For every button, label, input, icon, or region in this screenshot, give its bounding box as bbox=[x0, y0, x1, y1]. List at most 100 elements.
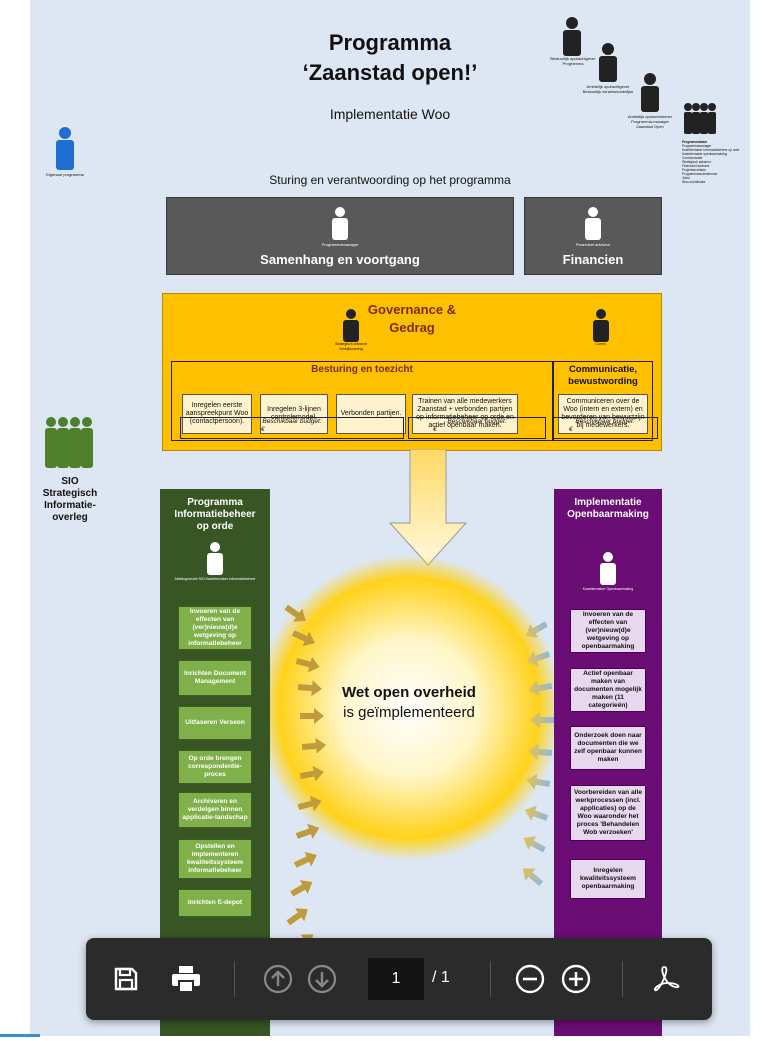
right-arrow-icon bbox=[284, 604, 306, 622]
left-arrow-icon bbox=[525, 621, 548, 638]
budget-label: Beschikbaar budget: bbox=[575, 418, 635, 425]
green-title-line: Programma bbox=[187, 497, 243, 508]
print-button[interactable] bbox=[166, 959, 206, 999]
comm-title-1: Communicatie, bbox=[568, 364, 638, 375]
sio-group-icon bbox=[45, 417, 93, 468]
person-label-ambtelijk2: Ambtelijk opdrachtnemer Programma-manage… bbox=[627, 114, 673, 129]
green-card: Inrichten E-depot bbox=[178, 889, 252, 917]
budget-value: € bbox=[433, 426, 437, 433]
budget-1: Beschikbaar budget: € bbox=[180, 417, 404, 439]
accent-line bbox=[0, 1034, 40, 1037]
purple-role: Kwartiermaker Openbaarmaking bbox=[582, 587, 634, 591]
left-arrow-icon bbox=[528, 743, 553, 760]
person-label-eigenaar: Bestuurlijk opdrachtgever Programma bbox=[550, 56, 596, 66]
governance-card: Verbonden partijen. bbox=[336, 394, 406, 434]
right-arrow-icon bbox=[299, 765, 324, 782]
green-role: Afdelingshoofd SIO Kwartiermaker Informa… bbox=[174, 577, 256, 581]
left-arrow-icon bbox=[528, 680, 553, 697]
right-arrow-icon bbox=[300, 708, 324, 724]
sio-label: SIO Strategisch Informatie- overleg bbox=[30, 476, 110, 524]
green-title-line: Informatiebeheer bbox=[174, 509, 256, 520]
person-icon bbox=[585, 207, 601, 240]
green-title: Programma Informatiebeheer op orde bbox=[160, 497, 270, 533]
right-arrow-icon bbox=[291, 630, 315, 647]
samenhang-box: Programmamanager Samenhang en voortgang bbox=[166, 197, 514, 275]
zoom-out-button[interactable] bbox=[510, 959, 550, 999]
down-arrow-icon bbox=[388, 449, 468, 566]
governance-card: Inregelen 3-lijnen controlemodel. bbox=[260, 394, 328, 434]
purple-title: Implementatie Openbaarmaking bbox=[554, 497, 662, 521]
team-member-line: Woo-coördinator bbox=[682, 180, 706, 184]
save-button[interactable] bbox=[106, 959, 146, 999]
page-number-input[interactable]: 1 bbox=[368, 958, 424, 1000]
financien-role: Financieel adviseur bbox=[575, 242, 611, 247]
document-page: Programma ‘Zaanstad open!’ Implementatie… bbox=[30, 0, 750, 1036]
left-arrow-icon bbox=[524, 805, 549, 821]
governance-person1-role: Strategisch adviseur Bedrijfsvoering bbox=[335, 342, 367, 351]
green-card: Uitfaseren Verseon bbox=[178, 706, 252, 740]
green-card: Archiveren en verdelgen binnen applicati… bbox=[178, 792, 252, 828]
right-arrow-icon bbox=[290, 880, 313, 897]
purple-card: Actief openbaar maken van documenten mog… bbox=[570, 668, 646, 712]
financien-label: Financien bbox=[562, 252, 624, 267]
team-member-line: Programmaondersteuner bbox=[682, 172, 718, 176]
team-label: Programmateam bbox=[682, 140, 708, 144]
team-member-line: Financieel adviseur bbox=[682, 164, 710, 168]
person-label-ambtelijk: Ambtelijk opdrachtgever Bestuurlijk vera… bbox=[582, 84, 634, 94]
purple-card: Inregelen kwaliteitssysteem openbaarmaki… bbox=[570, 859, 646, 899]
right-arrow-icon bbox=[295, 656, 320, 673]
green-card: Inrichten Document Management bbox=[178, 660, 252, 696]
financien-box: Financieel adviseur Financien bbox=[524, 197, 662, 275]
team-member-line: Programmamanager bbox=[682, 144, 712, 148]
sio-line: Strategisch bbox=[42, 488, 98, 499]
page-down-icon bbox=[307, 964, 337, 994]
purple-card: Invoeren van de effecten van (ver)nieuw(… bbox=[570, 609, 646, 653]
sio-line: overleg bbox=[52, 512, 88, 523]
green-title-line: op orde bbox=[196, 521, 234, 532]
comm-title-2: bewustwording bbox=[568, 376, 638, 387]
print-icon bbox=[172, 966, 200, 993]
left-arrow-icon bbox=[526, 773, 551, 790]
save-icon bbox=[114, 967, 138, 991]
toolbar-separator bbox=[234, 961, 235, 997]
budget-value: € bbox=[569, 426, 573, 433]
budget-2: Beschikbaar budget: € bbox=[408, 417, 546, 439]
left-arrow-icon bbox=[523, 836, 546, 853]
zoom-in-icon bbox=[561, 964, 591, 994]
acrobat-icon bbox=[654, 966, 680, 992]
steering-heading: Sturing en verantwoording op het program… bbox=[269, 173, 511, 187]
left-person-label: Eigenaar programma bbox=[46, 172, 84, 177]
person-icon bbox=[343, 309, 359, 342]
sun-graphic bbox=[256, 555, 562, 861]
person-icon bbox=[332, 207, 348, 240]
sio-line: SIO bbox=[61, 476, 79, 487]
open-in-acrobat-button[interactable] bbox=[646, 959, 686, 999]
previous-page-button[interactable] bbox=[258, 959, 298, 999]
team-member-line: Kwartiermaker Informatiebeheer op orde bbox=[682, 148, 740, 152]
title-line1: Programma bbox=[328, 30, 452, 55]
left-arrow-icon bbox=[530, 712, 554, 728]
team-member-line: Jurist bbox=[682, 176, 690, 180]
purple-title-line: Implementatie bbox=[574, 497, 642, 508]
budget-3: Beschikbaar budget: € bbox=[552, 417, 658, 439]
team-member-line: Strategisch adviseur bbox=[682, 160, 711, 164]
person-icon bbox=[600, 552, 616, 585]
sun-line1: Wet open overheid bbox=[342, 684, 476, 701]
right-arrow-icon bbox=[286, 908, 308, 926]
governance-title-2: Gedrag bbox=[389, 320, 435, 335]
purple-card: Onderzoek doen naar documenten die we ze… bbox=[570, 726, 646, 770]
green-card: Op orde brengen correspondentie-proces bbox=[178, 750, 252, 784]
team-member-line: Projectsecretaris bbox=[682, 168, 706, 172]
zoom-in-button[interactable] bbox=[556, 959, 596, 999]
purple-title-line: Openbaarmaking bbox=[567, 509, 649, 520]
budget-label: Beschikbaar budget: bbox=[447, 418, 507, 425]
left-arrow-icon bbox=[522, 868, 544, 887]
budget-value: € bbox=[261, 426, 265, 433]
left-arrow-icon bbox=[526, 651, 551, 667]
right-arrow-icon bbox=[295, 823, 320, 839]
besturing-title: Besturing en toezicht bbox=[311, 364, 413, 375]
sio-line: Informatie- bbox=[44, 500, 96, 511]
team-member-line: Kwartiermaker openbaarmaking bbox=[682, 152, 728, 156]
next-page-button[interactable] bbox=[302, 959, 342, 999]
